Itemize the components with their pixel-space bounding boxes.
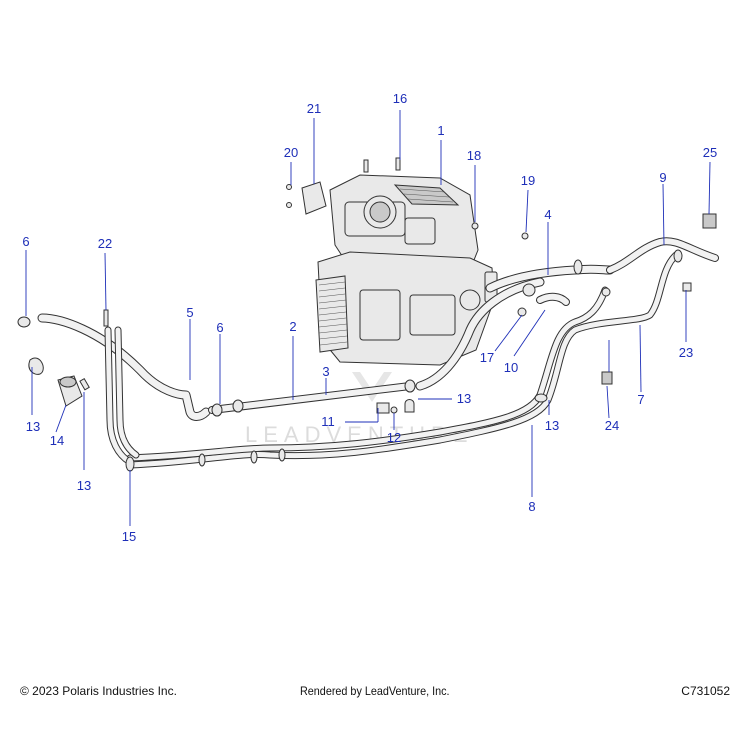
clamp: [573, 259, 583, 275]
callout-23[interactable]: 23: [679, 345, 693, 360]
callout-1[interactable]: 1: [437, 123, 444, 138]
callout-6-right[interactable]: 6: [216, 320, 223, 335]
callout-3[interactable]: 3: [322, 364, 329, 379]
callout-19[interactable]: 19: [521, 173, 535, 188]
callout-25[interactable]: 25: [703, 145, 717, 160]
callout-13-lower-left[interactable]: 13: [77, 478, 91, 493]
clamp: [211, 403, 223, 417]
leader-lines: [25, 110, 711, 526]
strap: [28, 357, 44, 375]
clamp: [522, 283, 536, 297]
clamp: [17, 316, 31, 328]
callout-9[interactable]: 9: [659, 170, 666, 185]
screw: [390, 406, 398, 414]
clamp: [278, 448, 286, 462]
bracket: [376, 402, 390, 414]
callout-13-left[interactable]: 13: [26, 419, 40, 434]
clamp: [125, 456, 135, 472]
copyright-text: © 2023 Polaris Industries Inc.: [20, 684, 177, 698]
callout-14[interactable]: 14: [50, 433, 64, 448]
screw: [286, 202, 292, 208]
rendered-by-text: Rendered by LeadVenture, Inc.: [300, 684, 450, 698]
fitting: [702, 213, 717, 229]
callout-10[interactable]: 10: [504, 360, 518, 375]
callout-24[interactable]: 24: [605, 418, 619, 433]
callout-8[interactable]: 8: [528, 499, 535, 514]
clamp: [517, 307, 527, 317]
callout-4[interactable]: 4: [544, 207, 551, 222]
callout-17[interactable]: 17: [480, 350, 494, 365]
clamp: [534, 393, 548, 403]
callout-13-center[interactable]: 13: [457, 391, 471, 406]
clamp: [601, 287, 611, 297]
screw: [286, 184, 292, 190]
nut: [521, 232, 529, 240]
callout-20[interactable]: 20: [284, 145, 298, 160]
callout-15[interactable]: 15: [122, 529, 136, 544]
clamp: [198, 453, 206, 467]
callout-6-left[interactable]: 6: [22, 234, 29, 249]
clamp: [250, 450, 258, 464]
watermark-logo: [352, 372, 392, 402]
clamp: [232, 399, 244, 413]
nut: [471, 222, 479, 230]
callout-12[interactable]: 12: [387, 430, 401, 445]
clamp: [673, 249, 683, 263]
callout-16[interactable]: 16: [393, 91, 407, 106]
heater-box-assembly: [315, 174, 498, 366]
gasket-plate: [301, 181, 327, 215]
clip: [79, 377, 90, 391]
grommet: [601, 371, 613, 385]
bolt: [363, 159, 369, 173]
callout-13-right[interactable]: 13: [545, 418, 559, 433]
callout-11[interactable]: 11: [321, 414, 335, 429]
hoses: [37, 237, 719, 469]
diagram-code: C731052: [681, 684, 730, 698]
callout-18[interactable]: 18: [467, 148, 481, 163]
callout-5[interactable]: 5: [186, 305, 193, 320]
screw: [103, 309, 109, 327]
clamp: [682, 282, 692, 292]
clamp: [404, 379, 416, 393]
clamp: [404, 399, 415, 413]
watermark: LEADVENTURE: [245, 372, 468, 447]
heater-core: [315, 275, 349, 353]
callout-labels: 1 2 3 4 5 6 6 7 8 9 10 11 12 13 13 13 13…: [22, 91, 717, 544]
callout-21[interactable]: 21: [307, 101, 321, 116]
callout-22[interactable]: 22: [98, 236, 112, 251]
bolt: [395, 157, 401, 171]
clamps: [17, 249, 692, 472]
callout-2[interactable]: 2: [289, 319, 296, 334]
callout-7[interactable]: 7: [637, 392, 644, 407]
